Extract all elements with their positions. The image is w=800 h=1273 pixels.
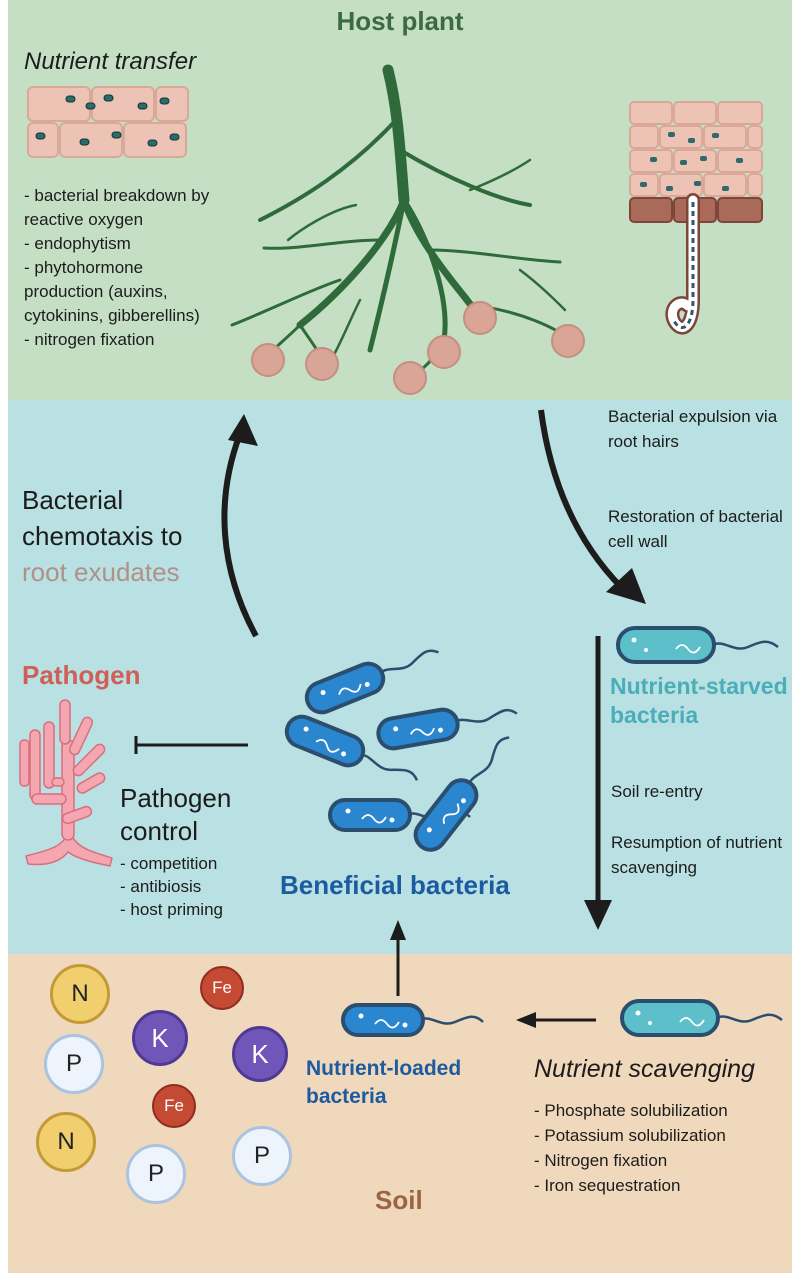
nutrient-scavenging-title: Nutrient scavenging — [534, 1055, 755, 1083]
loaded-to-beneficial-arrowhead — [390, 920, 406, 940]
nutrient-loaded-label: Nutrient-loaded bacteria — [306, 1055, 461, 1111]
pathogen-control-line: Pathogen — [120, 783, 232, 813]
reentry-arrowhead — [584, 900, 612, 930]
nutrient-potassium: K — [132, 1010, 188, 1066]
starved-line: Nutrient-starved — [610, 673, 788, 699]
chemotaxis-line: Bacterial — [22, 485, 124, 515]
root-hair-tissue-right — [629, 101, 763, 335]
pathogen-fungus — [19, 699, 113, 867]
starved-bacteria-label: Nutrient-starved bacteria — [610, 672, 788, 730]
nutrient-transfer-title: Nutrient transfer — [24, 48, 197, 75]
nutrient-transfer-item: reactive oxygen — [24, 210, 144, 229]
nutrient-iron: Fe — [200, 966, 244, 1010]
nutrient-phosphorus: P — [44, 1034, 104, 1094]
resumption-text: Resumption of nutrient scavenging — [611, 833, 783, 877]
soil-reentry-text: Soil re-entry — [611, 782, 703, 801]
nutrient-transfer-list: - bacterial breakdown by reactive oxygen… — [24, 184, 209, 352]
scavenging-arrowhead — [516, 1012, 536, 1028]
nutrient-scavenging-list: - Phosphate solubilization - Potassium s… — [534, 1098, 728, 1198]
pathogen-control-item: - antibiosis — [120, 877, 202, 896]
pathogen-control-title: Pathogen control — [120, 782, 231, 848]
pathogen-control-list: - competition - antibiosis - host primin… — [120, 852, 223, 921]
root-nodules — [251, 301, 585, 395]
chemotaxis-label: Bacterial chemotaxis to root exudates — [22, 482, 182, 590]
nutrient-transfer-item: cytokinins, gibberellins) — [24, 306, 200, 325]
nutrient-transfer-item: - bacterial breakdown by — [24, 186, 210, 205]
host-plant-title: Host plant — [336, 6, 464, 36]
nutrient-phosphorus: P — [126, 1144, 186, 1204]
scavenging-item: - Potassium solubilization — [534, 1126, 726, 1145]
loaded-line: bacteria — [306, 1085, 387, 1108]
pathogen-label: Pathogen — [22, 660, 141, 690]
expulsion-arrowhead — [606, 568, 646, 604]
scavenging-item: - Nitrogen fixation — [534, 1151, 668, 1170]
scavenging-item: - Iron sequestration — [534, 1176, 681, 1195]
chemotaxis-line: chemotaxis to — [22, 521, 183, 551]
pathogen-control-item: - host priming — [120, 900, 223, 919]
nutrient-transfer-item: - nitrogen fixation — [24, 330, 155, 349]
soil-label: Soil — [375, 1185, 423, 1215]
nutrient-phosphorus: P — [232, 1126, 292, 1186]
pathogen-control-line: control — [120, 816, 199, 846]
expulsion-text: Bacterial expulsion via root hairs — [608, 407, 778, 451]
starved-line: bacteria — [610, 702, 699, 728]
pathogen-control-item: - competition — [120, 854, 218, 873]
plant-cell-tissue-left — [27, 86, 189, 158]
nutrient-nitrogen: N — [36, 1112, 96, 1172]
loaded-line: Nutrient-loaded — [306, 1057, 462, 1080]
chemotaxis-arrowhead — [228, 414, 258, 446]
nutrient-transfer-item: - phytohormone — [24, 258, 144, 277]
expulsion-arrow — [538, 409, 625, 591]
beneficial-bacteria-label: Beneficial bacteria — [280, 870, 510, 900]
nutrient-iron: Fe — [152, 1084, 196, 1128]
root-exudates-text: root exudates — [22, 557, 180, 587]
chemotaxis-arrow — [221, 432, 259, 638]
nutrient-transfer-item: - endophytism — [24, 234, 131, 253]
restoration-text: Restoration of bacterial cell wall — [608, 507, 783, 551]
scavenging-item: - Phosphate solubilization — [534, 1101, 728, 1120]
nutrient-nitrogen: N — [50, 964, 110, 1024]
nutrient-transfer-item: production (auxins, — [24, 282, 168, 301]
nutrient-potassium: K — [232, 1026, 288, 1082]
rhizosphere-zone — [8, 400, 792, 954]
